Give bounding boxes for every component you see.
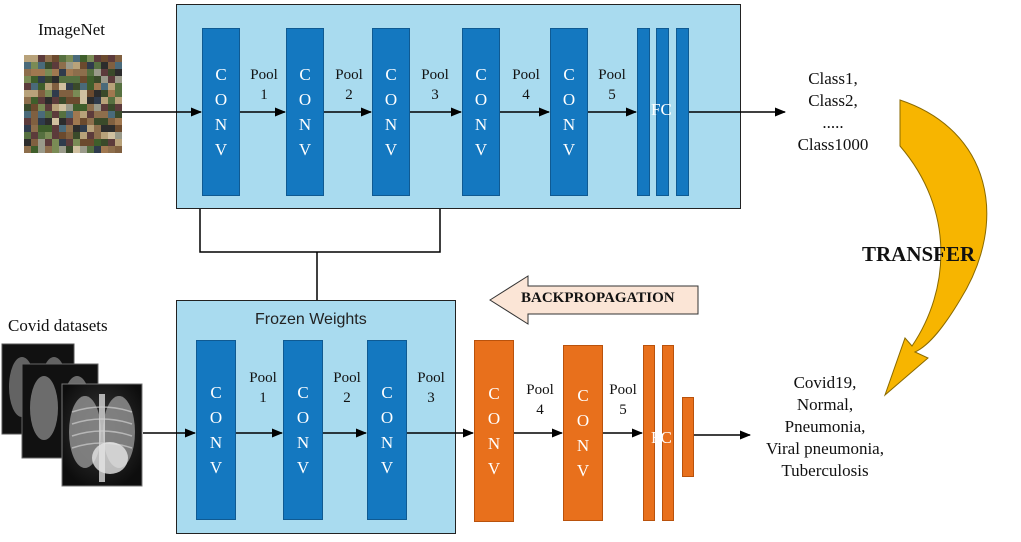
- imagenet-label: ImageNet: [38, 20, 106, 39]
- top-fc-bar-2: [656, 28, 669, 196]
- imagenet-mosaic-image: [24, 55, 122, 153]
- backpropagation-arrow: [489, 275, 699, 325]
- bottom-fc-bar-3: [682, 397, 694, 477]
- bottom-fc-label: FC: [651, 428, 672, 447]
- imagenet-classes: Class1,Class2,.....Class1000: [797, 69, 869, 154]
- covid-datasets-label: Covid datasets: [8, 316, 108, 335]
- top-fc-bar-3: [676, 28, 689, 196]
- top-fc-bar-1: [637, 28, 650, 196]
- covid-classes: Covid19,Normal,Pneumonia,Viral pneumonia…: [766, 373, 884, 480]
- bottom-fc-bar-1: [643, 345, 655, 521]
- bottom-fc-bar-2: [662, 345, 674, 521]
- transfer-arrow: [883, 99, 988, 397]
- frozen-weights-label: Frozen Weights: [255, 311, 367, 328]
- top-fc-label: FC: [651, 100, 672, 119]
- backpropagation-label: BACKPROPAGATION: [521, 290, 675, 306]
- transfer-label: TRANSFER: [862, 242, 976, 266]
- chest-xray-stack-image: [1, 343, 143, 487]
